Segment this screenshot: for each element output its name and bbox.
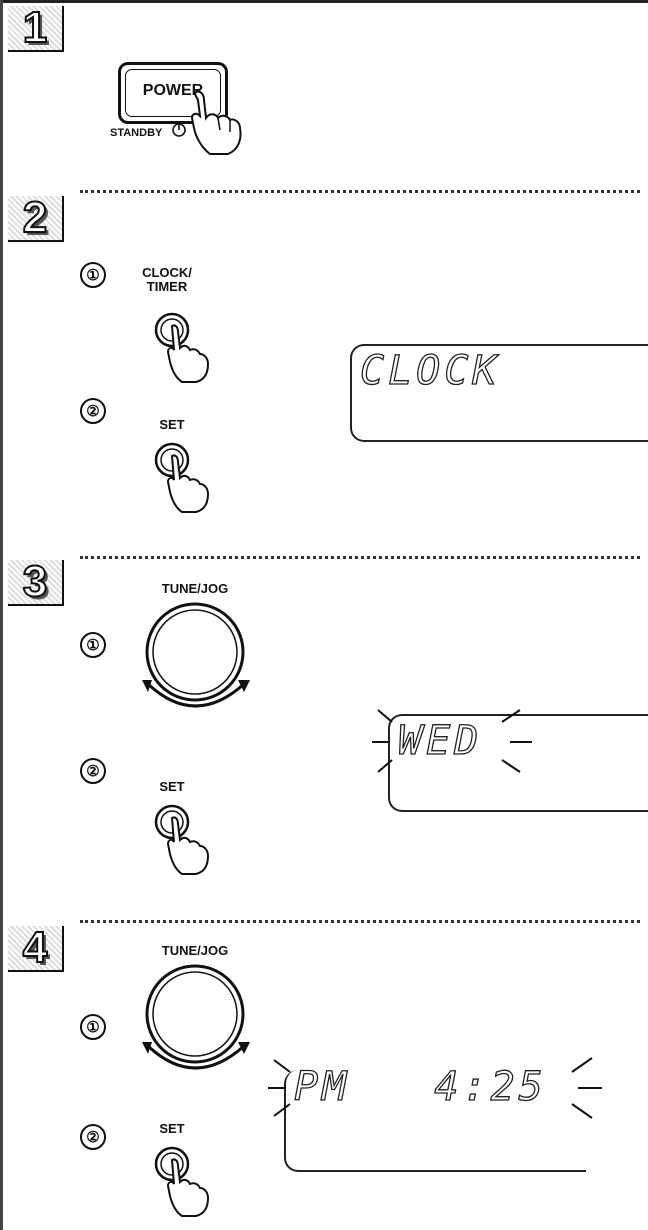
tune-jog-dial[interactable] bbox=[140, 600, 260, 710]
sub-step-1-marker: ① bbox=[80, 632, 106, 658]
sub-step-2-marker: ② bbox=[80, 1124, 106, 1150]
display-panel-clock: CLOCK bbox=[350, 344, 648, 442]
clock-timer-button[interactable] bbox=[150, 308, 230, 388]
set-label: SET bbox=[152, 1122, 192, 1136]
set-label: SET bbox=[152, 418, 192, 432]
blink-rays-icon bbox=[366, 700, 546, 780]
sub-step-1-marker: ① bbox=[80, 262, 106, 288]
separator-3 bbox=[80, 920, 640, 923]
step-3-number: 3 bbox=[8, 560, 62, 604]
power-standby-icon bbox=[170, 120, 188, 138]
tune-jog-label: TUNE/JOG bbox=[140, 582, 250, 596]
tune-jog-dial[interactable] bbox=[140, 962, 260, 1072]
set-button[interactable] bbox=[150, 438, 230, 518]
sub-step-1-marker: ① bbox=[80, 1014, 106, 1040]
step-4-number: 4 bbox=[8, 926, 62, 970]
clock-timer-label: CLOCK/ TIMER bbox=[132, 266, 202, 294]
set-button[interactable] bbox=[150, 800, 230, 880]
clock-timer-label-line2: TIMER bbox=[132, 280, 202, 294]
step-1-number: 1 bbox=[8, 6, 62, 50]
step-2-number: 2 bbox=[8, 196, 62, 240]
sub-step-2-marker: ② bbox=[80, 758, 106, 784]
display-text-clock: CLOCK bbox=[360, 348, 500, 394]
clock-timer-label-line1: CLOCK/ bbox=[132, 266, 202, 280]
separator-1 bbox=[80, 190, 640, 193]
tune-jog-label: TUNE/JOG bbox=[140, 944, 250, 958]
top-border bbox=[0, 0, 648, 3]
set-button[interactable] bbox=[150, 1142, 230, 1222]
hand-press-icon bbox=[188, 88, 248, 158]
set-label: SET bbox=[152, 780, 192, 794]
standby-label: STANDBY bbox=[110, 126, 162, 140]
sub-step-2-marker: ② bbox=[80, 398, 106, 424]
separator-2 bbox=[80, 556, 640, 559]
left-border bbox=[0, 0, 3, 1230]
blink-rays-icon bbox=[262, 1052, 608, 1132]
